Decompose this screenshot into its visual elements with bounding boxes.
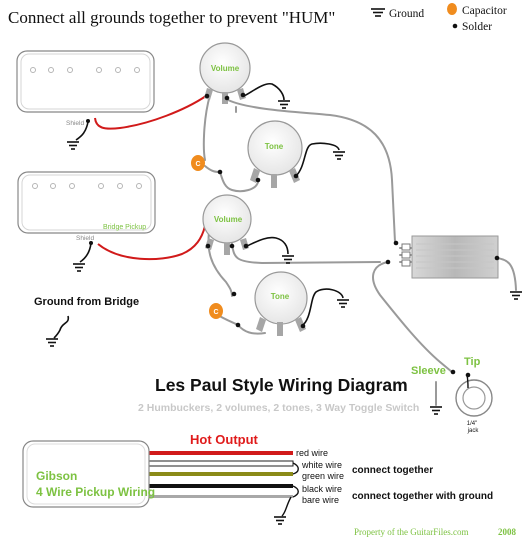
bare-wire-label: bare wire — [302, 495, 339, 505]
neck-ground — [67, 121, 89, 150]
connect-together-label: connect together — [352, 465, 433, 476]
toggle-ground — [510, 291, 522, 300]
pickup-key-wires — [147, 451, 294, 498]
subtitle: 2 Humbuckers, 2 volumes, 2 tones, 3 Way … — [138, 402, 419, 414]
toggle-switch — [401, 235, 499, 279]
legend-solder: Solder — [452, 21, 492, 33]
bridge-pickup: Bridge Pickup Shield — [17, 171, 156, 242]
gibson-label: Gibson — [36, 469, 77, 483]
ground-icon — [510, 291, 522, 300]
tone-pot-top: Tone — [247, 120, 303, 188]
pickup-wiring-caption: 4 Wire Pickup Wiring — [36, 485, 155, 499]
tone-pot-bottom: Tone — [254, 271, 308, 336]
white-wire-label: white wire — [301, 460, 342, 470]
output-jack: 1/4" jack — [455, 379, 493, 434]
solder-icon — [452, 23, 458, 29]
red-wire-label: red wire — [296, 448, 328, 458]
tone-bottom-ground — [301, 288, 349, 327]
neck-hot-wire — [94, 95, 207, 130]
green-wire-label: green wire — [302, 471, 344, 481]
tone-top-label: Tone — [265, 142, 284, 151]
footer-property: Property of the GuitarFiles.com — [354, 527, 468, 537]
ground-icon — [67, 141, 79, 150]
jack-sleeve-ground — [430, 406, 442, 415]
legend-ground-label: Ground — [389, 8, 424, 20]
bridge-ground — [73, 242, 92, 272]
header-title: Connect all grounds together to prevent … — [8, 8, 335, 27]
capacitor-icon — [209, 303, 223, 319]
capacitor-bottom-mark: C — [213, 309, 218, 316]
ground-icon — [274, 516, 286, 525]
ground-icon — [337, 299, 349, 308]
tone-bottom-label: Tone — [271, 292, 290, 301]
pickup-key-ground — [274, 516, 286, 525]
footer-year: 2008 — [498, 527, 517, 537]
legend-solder-label: Solder — [462, 21, 492, 33]
legend-capacitor-label: Capacitor — [462, 5, 507, 17]
black-wire-label: black wire — [302, 484, 342, 494]
toggle-lugs — [401, 243, 411, 267]
capacitor-icon — [191, 155, 205, 171]
volume-bottom-label: Volume — [214, 215, 243, 224]
jack-word-label: jack — [467, 428, 480, 434]
ground-icon — [73, 263, 85, 272]
gibson-pickup: Gibson 4 Wire Pickup Wiring — [22, 440, 155, 508]
capacitor-bottom: C — [209, 303, 223, 319]
ground-icon — [333, 151, 345, 160]
volume-pot-bottom: Volume — [202, 194, 252, 255]
volume-top-label: Volume — [211, 64, 240, 73]
legend-capacitor: Capacitor — [447, 3, 507, 17]
neck-pickup: Shield — [16, 50, 155, 127]
capacitor-top-mark: C — [195, 161, 200, 168]
sleeve-label: Sleeve — [411, 365, 446, 377]
tone-top-ground — [295, 142, 345, 177]
hot-output-label: Hot Output — [190, 432, 259, 447]
bridge-hot-wire — [97, 225, 206, 261]
ground-from-bridge — [46, 315, 70, 347]
main-title: Les Paul Style Wiring Diagram — [155, 375, 408, 395]
legend-ground: Ground — [371, 8, 424, 20]
tip-label: Tip — [464, 356, 481, 368]
red-wires — [94, 95, 207, 261]
wire-joins — [281, 462, 299, 517]
neck-shield-label: Shield — [66, 120, 84, 127]
solder-points — [86, 92, 500, 378]
capacitor-top: C — [191, 155, 205, 171]
connect-ground-label: connect together with ground — [352, 491, 493, 502]
ground-from-bridge-label: Ground from Bridge — [34, 296, 139, 308]
jack-size-label: 1/4" — [467, 421, 477, 427]
volume-bottom-ground — [246, 236, 294, 264]
bridge-pickup-label: Bridge Pickup — [103, 224, 146, 231]
ground-icon — [46, 338, 58, 347]
pole-pieces-row — [30, 67, 140, 73]
ground-icon — [278, 100, 290, 109]
volume-top-ground — [243, 82, 290, 109]
ground-icon — [282, 255, 294, 264]
bridge-shield-label: Shield — [76, 235, 94, 242]
capacitor-icon — [447, 3, 457, 15]
ground-icon — [430, 406, 442, 415]
pole-pieces-row — [32, 183, 142, 189]
ground-icon — [371, 8, 385, 17]
